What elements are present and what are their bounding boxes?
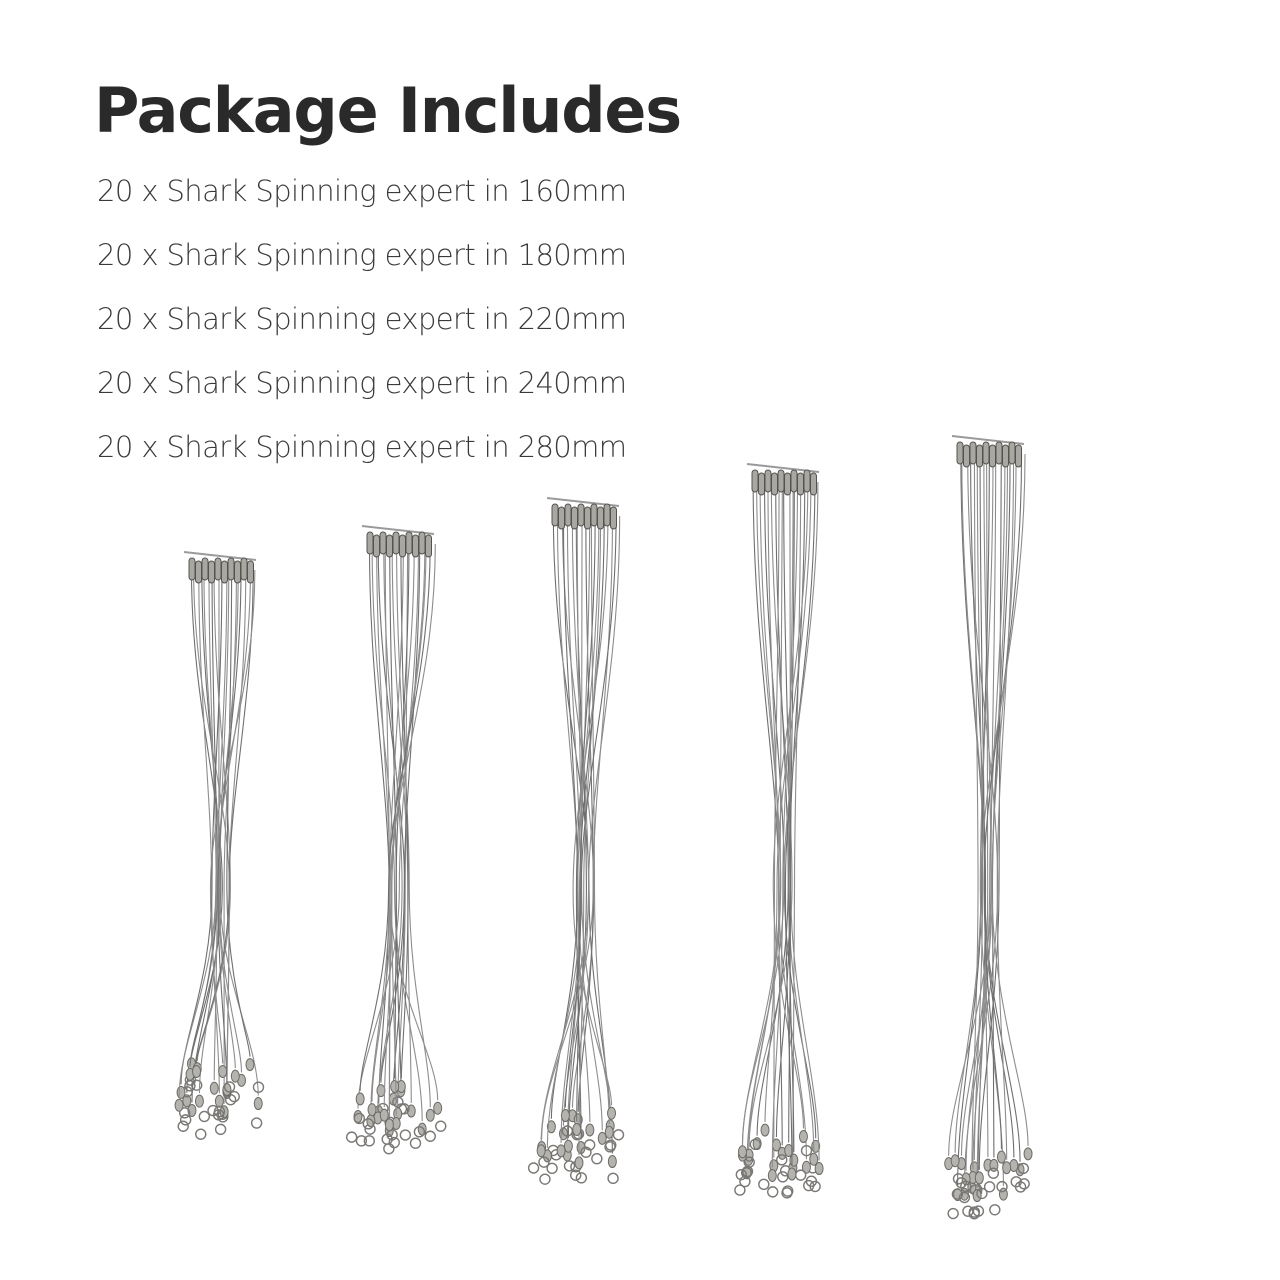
package-contents-list: 20 x Shark Spinning expert in 160mm 20 x… [97,164,627,484]
package-item: 20 x Shark Spinning expert in 220mm [97,302,627,336]
package-item: 20 x Shark Spinning expert in 280mm [97,430,627,464]
package-item: 20 x Shark Spinning expert in 160mm [97,174,627,208]
package-item: 20 x Shark Spinning expert in 180mm [97,238,627,272]
leader-bundle-220mm [485,494,685,1215]
leader-bundle-180mm [300,522,500,1188]
leader-bundle-240mm [685,460,885,1232]
leader-bundle-280mm [890,432,1090,1255]
page-title: Package Includes [94,74,682,147]
package-item: 20 x Shark Spinning expert in 240mm [97,366,627,400]
leader-bundle-160mm [122,548,322,1165]
